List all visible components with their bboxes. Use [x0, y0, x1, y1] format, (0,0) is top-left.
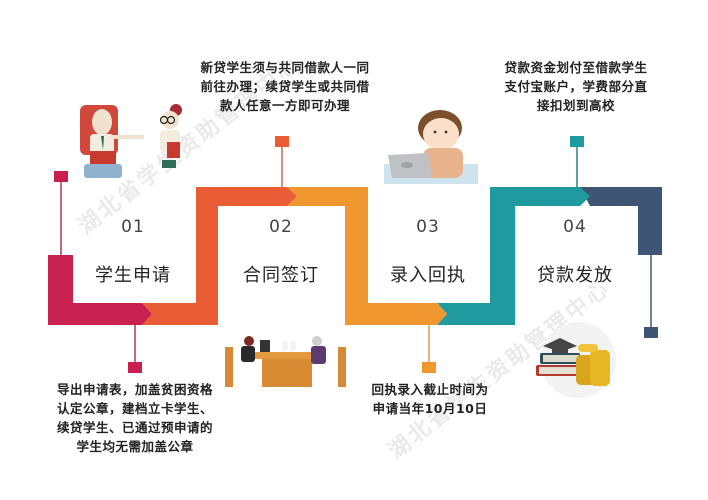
note-line: 贷款资金划付至借款学生 — [504, 60, 648, 75]
step-note-4: 贷款资金划付至借款学生 支付宝账户，学费部分直 接扣划到高校 — [490, 58, 662, 115]
connector-step4-top — [570, 136, 584, 187]
step-note-1: 导出申请表，加盖贫困资格 认定公章，建档立卡学生、 续贷学生、已通过预申请的 学… — [38, 380, 232, 456]
connector-step1-bottom — [128, 325, 142, 373]
note-line: 回执录入截止时间为 — [371, 382, 489, 397]
path-segment-1 — [48, 255, 152, 325]
step-number-4: 04 — [563, 217, 587, 237]
connector-step2-top — [275, 136, 289, 187]
note-line: 接扣划到高校 — [536, 98, 615, 113]
note-line: 前往办理；续贷学生或共同借 — [200, 79, 370, 94]
note-line: 续贷学生、已通过预申请的 — [56, 420, 213, 435]
note-line: 学生均无需加盖公章 — [76, 439, 194, 454]
connector-step1-top — [54, 171, 68, 255]
step-number-2: 02 — [269, 217, 293, 237]
connector-step5-bottom — [644, 255, 658, 338]
note-line: 导出申请表，加盖贫困资格 — [56, 382, 213, 397]
step-note-3: 回执录入截止时间为 申请当年10月10日 — [360, 380, 500, 418]
note-line: 支付宝账户，学费部分直 — [504, 79, 648, 94]
note-line: 认定公章，建档立卡学生、 — [56, 401, 213, 416]
step-note-2: 新贷学生须与共同借款人一同 前往办理；续贷学生或共同借 款人任意一方即可办理 — [183, 58, 387, 115]
illustration-books-coins-icon — [536, 322, 616, 398]
illustration-student-application-icon — [80, 104, 182, 178]
step-title-4: 贷款发放 — [537, 265, 613, 286]
illustration-laptop-user-icon — [384, 110, 478, 184]
note-line: 申请当年10月10日 — [372, 401, 488, 416]
step-title-3: 录入回执 — [390, 265, 466, 286]
step-title-2: 合同签订 — [243, 265, 319, 286]
path-segment-3 — [287, 187, 447, 325]
illustration-contract-signing-icon — [225, 336, 346, 387]
connector-step3-bottom — [422, 325, 436, 373]
path-segment-2 — [142, 187, 297, 325]
note-line: 新贷学生须与共同借款人一同 — [200, 60, 370, 75]
step-title-1: 学生申请 — [95, 265, 171, 286]
step-number-3: 03 — [416, 217, 440, 237]
step-number-1: 01 — [121, 217, 145, 237]
path-segment-5 — [580, 187, 662, 255]
note-line: 款人任意一方即可办理 — [219, 98, 350, 113]
path-segment-4 — [437, 187, 590, 325]
